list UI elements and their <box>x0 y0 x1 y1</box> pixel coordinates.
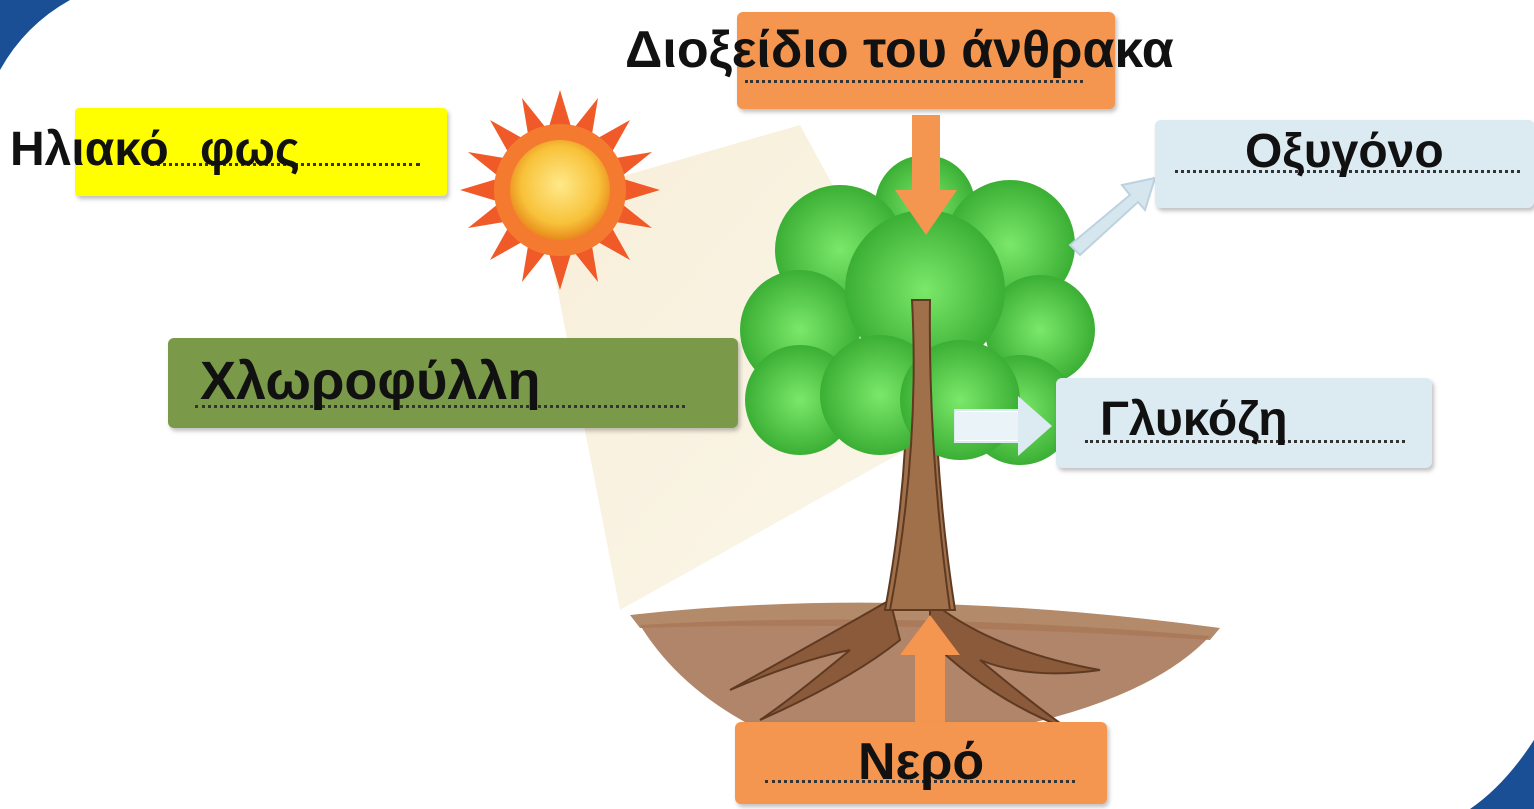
water-label-box <box>735 722 1107 804</box>
chlorophyll-blank-line <box>195 405 685 408</box>
roots <box>729 597 1101 731</box>
sunlight-label: Ηλιακό φως <box>10 123 300 176</box>
chlorophyll-label-box <box>168 338 738 428</box>
co2-arrow-icon <box>895 115 957 235</box>
sunlight-blank-line <box>150 163 420 166</box>
oxygen-arrow-icon <box>1068 176 1157 257</box>
oxygen-label-box <box>1155 120 1534 208</box>
glucose-blank-line <box>1085 440 1405 443</box>
glucose-arrow-icon <box>954 396 1052 456</box>
sunlight-label-box <box>75 108 447 196</box>
sun-icon <box>460 90 660 290</box>
co2-label-box <box>737 12 1115 109</box>
glucose-label-box <box>1056 378 1432 468</box>
oxygen-blank-line <box>1175 170 1520 173</box>
water-arrow-icon <box>900 615 960 725</box>
glucose-label: Γλυκόζη <box>1100 393 1288 446</box>
water-blank-line <box>765 780 1075 783</box>
oxygen-label: Οξυγόνο <box>1245 125 1444 178</box>
co2-label: Διοξείδιο του άνθρακα <box>625 21 1174 79</box>
chlorophyll-label: Χλωροφύλλη <box>200 351 541 411</box>
water-label: Νερό <box>858 733 985 791</box>
co2-blank-line <box>745 80 1083 83</box>
